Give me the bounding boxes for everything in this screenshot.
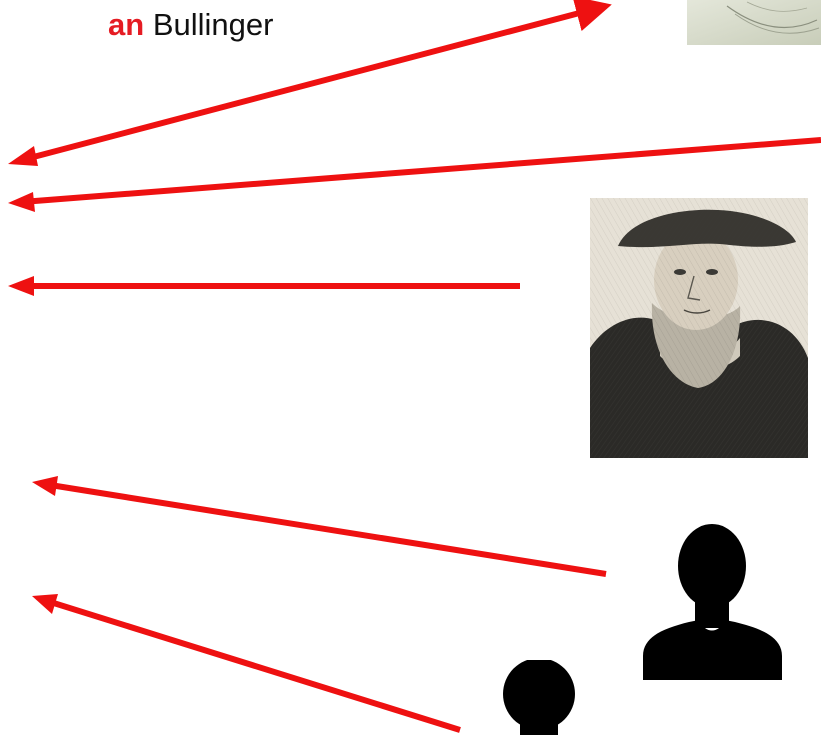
arrowhead-1 — [8, 146, 38, 166]
portrait-engraving-icon — [590, 198, 808, 458]
arrowhead-3 — [8, 276, 34, 296]
arrowhead-5 — [32, 594, 58, 614]
person-silhouette-icon — [643, 524, 782, 680]
arrow-2 — [21, 137, 821, 205]
title-name: Bullinger — [152, 7, 274, 42]
diagram-title: an Bullinger — [108, 4, 273, 46]
arrowhead-2 — [8, 192, 35, 212]
title-prefix: an — [108, 7, 145, 42]
person-silhouette-icon — [503, 660, 575, 735]
letter-document-icon — [687, 0, 821, 45]
arrow-4 — [43, 481, 607, 577]
arrowhead-4 — [32, 476, 58, 496]
arrow-5 — [43, 597, 461, 733]
arrow-1 — [21, 0, 612, 163]
